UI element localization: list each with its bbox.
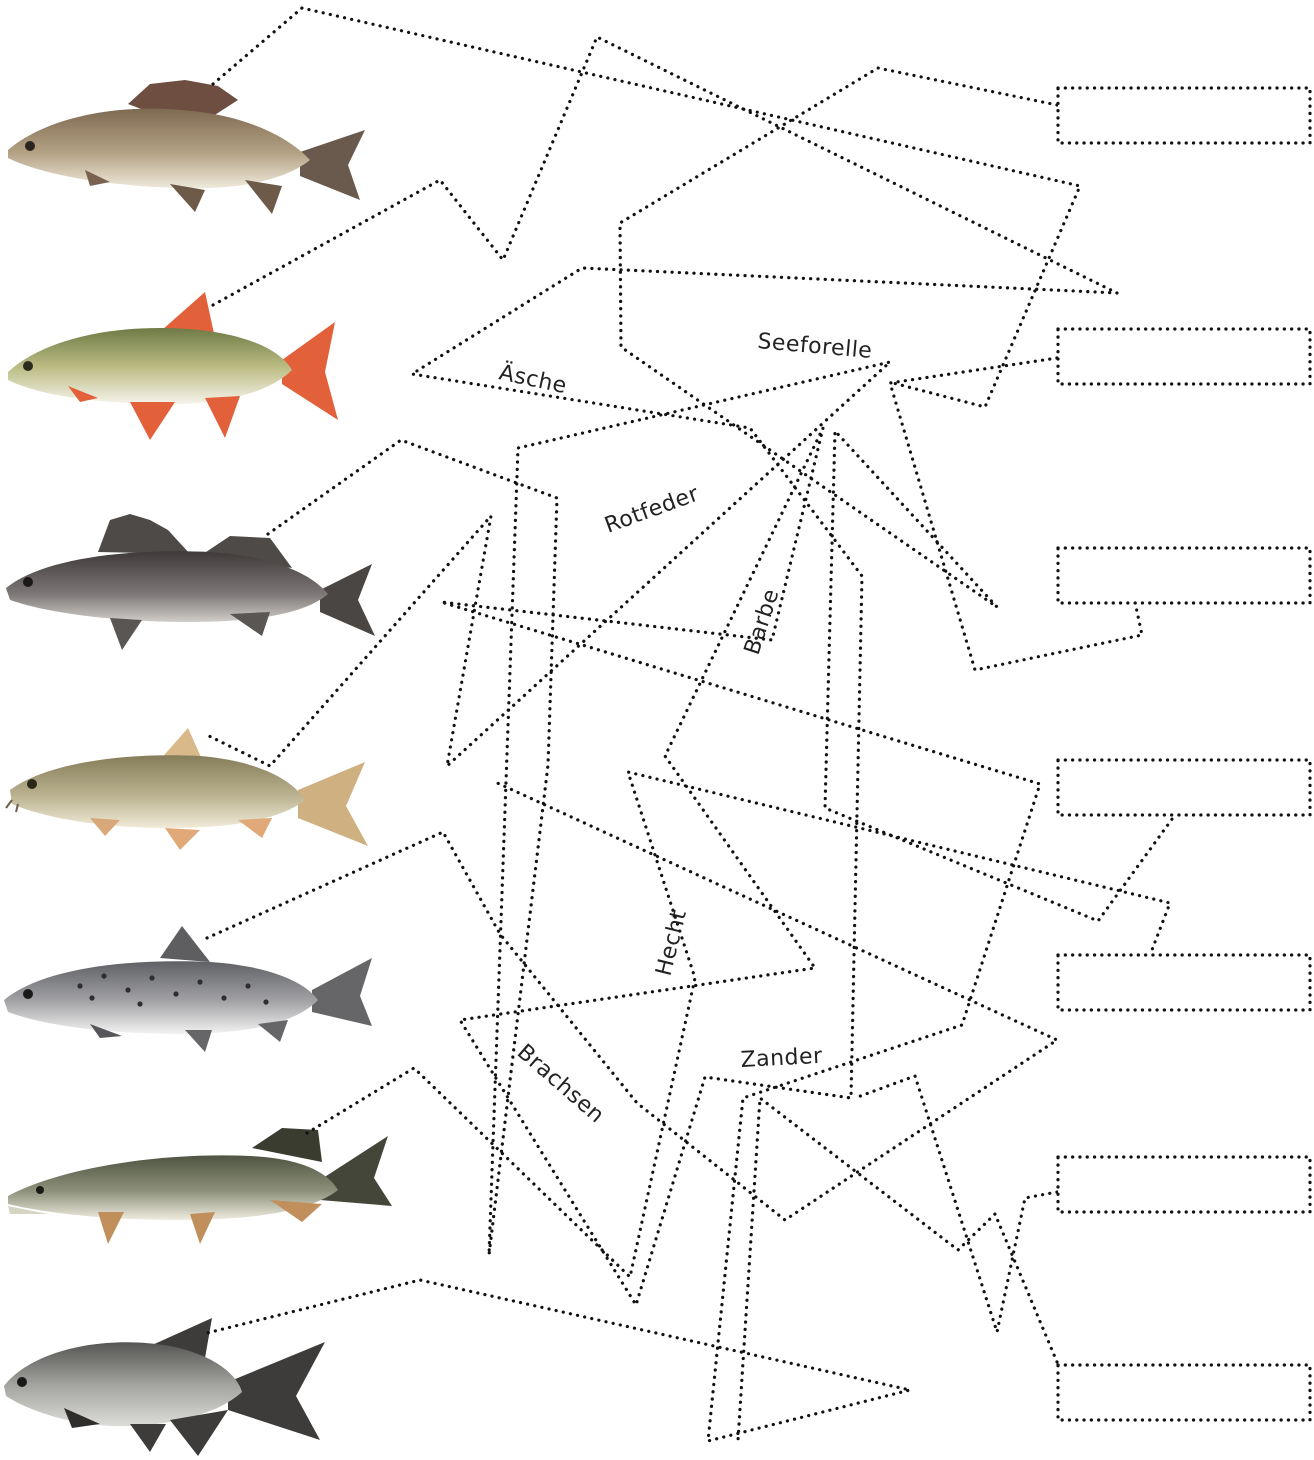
label-barbe: Barbe	[740, 586, 785, 658]
answer-boxes	[1058, 88, 1310, 1420]
tangle-line-5	[307, 772, 1170, 1277]
tangle-line-2	[207, 37, 1117, 1441]
answer-box-1[interactable]	[1058, 88, 1310, 143]
fish-zander-illustration	[6, 514, 375, 650]
fish-lake-trout-illustration	[4, 926, 372, 1052]
label-asche: Äsche	[497, 359, 570, 399]
answer-box-6[interactable]	[1058, 1157, 1310, 1212]
answer-box-7[interactable]	[1058, 1365, 1310, 1420]
label-rotfeder: Rotfeder	[602, 481, 703, 538]
fish-pike-illustration	[8, 1128, 392, 1244]
fish-rudd-illustration	[8, 292, 338, 440]
label-zander: Zander	[740, 1044, 824, 1073]
fish-grayling-illustration	[8, 80, 365, 214]
tangle-line-7	[890, 358, 1142, 670]
tangle-line-8	[855, 1076, 1057, 1332]
answer-box-4[interactable]	[1058, 760, 1310, 815]
tangle-lines	[207, 8, 1175, 1441]
fish-barbel-illustration	[6, 728, 368, 850]
answer-box-5[interactable]	[1058, 955, 1310, 1010]
answer-box-2[interactable]	[1058, 329, 1310, 384]
answer-box-3[interactable]	[1058, 548, 1310, 603]
label-seeforelle: Seeforelle	[756, 329, 873, 364]
label-hecht: Hecht	[652, 907, 693, 978]
fish-bream-illustration	[4, 1318, 325, 1456]
label-brachsen: Brachsen	[512, 1040, 609, 1129]
